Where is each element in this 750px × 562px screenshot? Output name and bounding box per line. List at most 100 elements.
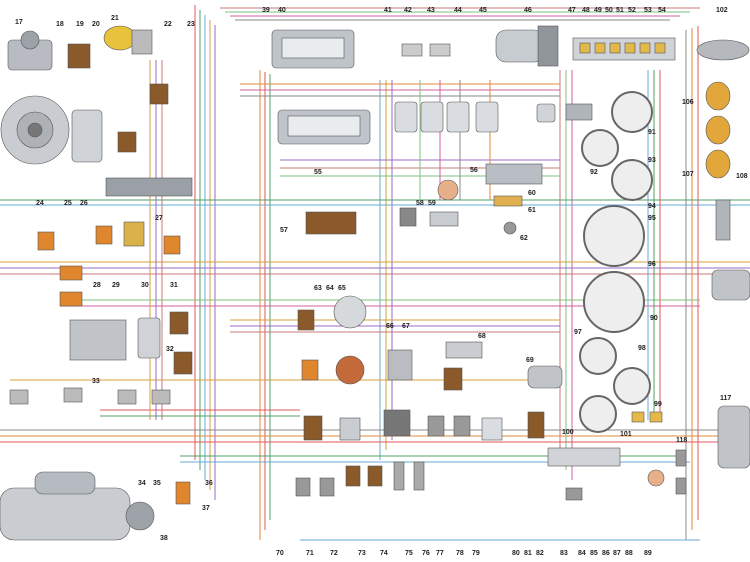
callout-51: 51 (616, 7, 624, 14)
callout-22: 22 (164, 21, 172, 28)
callout-42: 42 (404, 7, 412, 14)
gauge-92 (581, 129, 619, 167)
callout-106: 106 (682, 99, 694, 106)
callout-74: 74 (380, 550, 388, 557)
sensors-73 (345, 465, 383, 487)
lamp-65 (333, 295, 367, 329)
callout-32: 32 (166, 346, 174, 353)
horn-63-64 (297, 309, 319, 381)
callout-18: 18 (56, 21, 64, 28)
fuse-42-43 (401, 43, 451, 57)
switch-58-59 (399, 207, 459, 227)
callout-69: 69 (526, 357, 534, 364)
callout-93: 93 (648, 157, 656, 164)
callout-38: 38 (160, 535, 168, 542)
callout-90: 90 (650, 315, 658, 322)
speedometer-95 (583, 205, 645, 267)
callout-36: 36 (205, 480, 213, 487)
callout-67: 67 (402, 323, 410, 330)
gauge-93 (611, 159, 653, 201)
callout-37: 37 (202, 505, 210, 512)
sensor-83 (565, 487, 583, 501)
coil-component (71, 109, 103, 163)
warning-lights-101 (631, 411, 663, 423)
starter-38 (0, 471, 155, 541)
callout-71: 71 (306, 550, 314, 557)
connector-117 (717, 405, 750, 469)
bulb-61-62 (493, 195, 523, 235)
callout-59: 59 (428, 200, 436, 207)
relay-20 (117, 131, 137, 153)
callout-88: 88 (625, 550, 633, 557)
relay-19 (443, 367, 463, 391)
callout-85: 85 (590, 550, 598, 557)
callout-84: 84 (578, 550, 586, 557)
switches-41-45 (394, 101, 499, 133)
callout-55: 55 (314, 169, 322, 176)
callout-48: 48 (582, 7, 590, 14)
sensor-37 (175, 481, 191, 505)
callout-97: 97 (574, 329, 582, 336)
gauge-98 (579, 337, 617, 375)
callout-95: 95 (648, 215, 656, 222)
callout-19: 19 (76, 21, 84, 28)
callout-72: 72 (330, 550, 338, 557)
callout-80: 80 (512, 550, 520, 557)
capacitor-30 (137, 317, 161, 359)
callout-43: 43 (427, 7, 435, 14)
callout-28: 28 (93, 282, 101, 289)
sensors-71 (295, 477, 335, 497)
callout-70: 70 (276, 550, 284, 557)
carburetor-component (7, 30, 53, 71)
switches-34-36 (9, 387, 171, 405)
callout-50: 50 (605, 7, 613, 14)
callout-99: 99 (654, 401, 662, 408)
callout-25: 25 (64, 200, 72, 207)
callout-92: 92 (590, 169, 598, 176)
distributor-66 (335, 355, 365, 385)
callout-17: 17 (15, 19, 23, 26)
callout-91: 91 (648, 129, 656, 136)
callout-46: 46 (524, 7, 532, 14)
callout-56: 56 (470, 167, 478, 174)
fuse-block-84-88 (547, 447, 621, 467)
callout-52: 52 (628, 7, 636, 14)
callout-58: 58 (416, 200, 424, 207)
callout-33: 33 (92, 378, 100, 385)
callout-44: 44 (454, 7, 462, 14)
switch-74 (383, 409, 411, 437)
relay-31-32 (169, 311, 193, 375)
callout-82: 82 (536, 550, 544, 557)
callout-23: 23 (187, 21, 195, 28)
ignition-68 (445, 341, 483, 359)
callout-26: 26 (80, 200, 88, 207)
fuse-box-48-54 (572, 37, 676, 61)
callout-20: 20 (92, 21, 100, 28)
callout-21: 21 (111, 15, 119, 22)
relay-18 (67, 43, 91, 69)
relay-22 (149, 83, 169, 105)
callout-61: 61 (528, 207, 536, 214)
connector-60 (485, 163, 543, 185)
relay-67 (387, 349, 413, 381)
generator-component (0, 95, 70, 165)
callout-108: 108 (736, 173, 748, 180)
fuse-block-40 (277, 109, 371, 145)
tachometer-96 (583, 271, 645, 333)
callout-27: 27 (155, 215, 163, 222)
callout-89: 89 (644, 550, 652, 557)
callout-117: 117 (720, 395, 731, 402)
motor-69 (527, 365, 563, 389)
sensors-24-27 (37, 221, 181, 307)
switch-72 (339, 417, 361, 441)
callout-62: 62 (520, 235, 528, 242)
lamp-102 (696, 39, 750, 61)
callout-31: 31 (170, 282, 178, 289)
switch-47 (536, 103, 556, 123)
callout-77: 77 (436, 550, 444, 557)
switch-56 (437, 179, 459, 201)
wire-harness (0, 5, 750, 541)
callout-47: 47 (568, 7, 576, 14)
